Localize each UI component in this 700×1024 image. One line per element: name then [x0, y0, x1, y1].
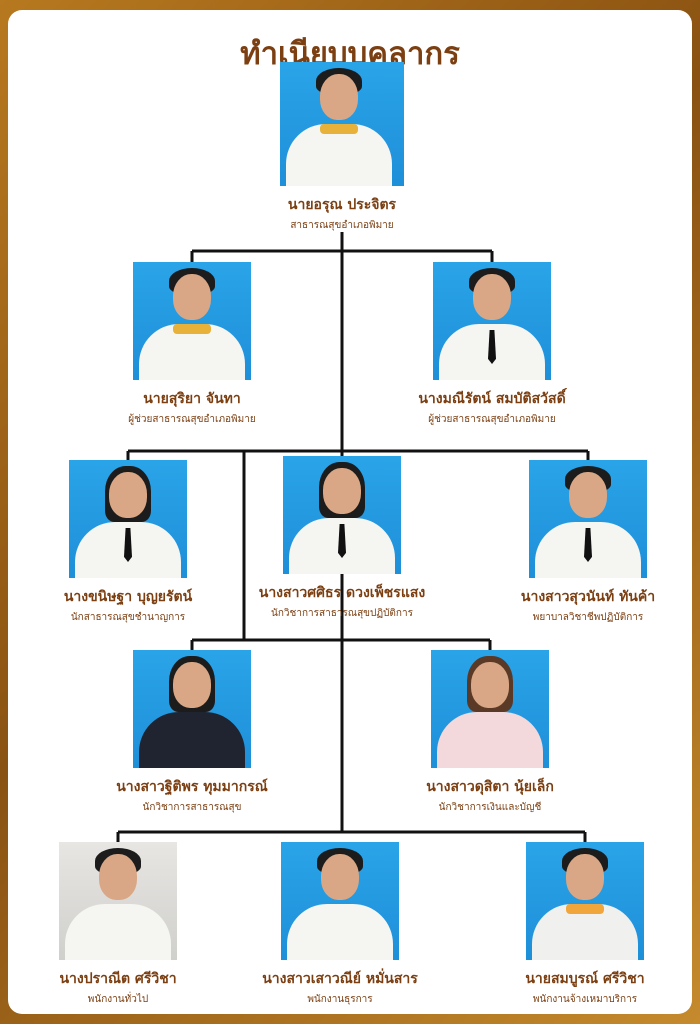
- person-role: นักสาธารณสุขชำนาญการ: [70, 612, 186, 623]
- person-role: ผู้ช่วยสาธารณสุขอำเภอพิมาย: [428, 414, 556, 425]
- person-role: นักวิชาการสาธารณสุข: [142, 802, 242, 813]
- portrait-photo: [431, 650, 549, 768]
- person-card: นางขนิษฐา บุญยรัตน์ นักสาธารณสุขชำนาญการ: [18, 460, 238, 625]
- person-card: นางสาวดุสิตา นุ้ยเล็ก นักวิชาการเงินและบ…: [380, 650, 600, 815]
- person-name: นางขนิษฐา บุญยรัตน์: [63, 589, 193, 605]
- person-role: ผู้ช่วยสาธารณสุขอำเภอพิมาย: [128, 414, 256, 425]
- person-card: นางมณีรัตน์ สมบัติสวัสดิ์ ผู้ช่วยสาธารณส…: [382, 262, 602, 427]
- person-name: นายสุริยา จันทา: [143, 391, 241, 407]
- person-card: นายสุริยา จันทา ผู้ช่วยสาธารณสุขอำเภอพิม…: [82, 262, 302, 427]
- person-name: นางสาวสุวนันท์ ทันค้า: [520, 589, 656, 605]
- person-card: นายอรุณ ประจิตร สาธารณสุขอำเภอพิมาย: [232, 62, 452, 233]
- person-role: พนักงานทั่วไป: [87, 994, 149, 1005]
- person-role: นักวิชาการเงินและบัญชี: [438, 802, 542, 813]
- person-name: นางสาวศศิธร ดวงเพ็ชรแสง: [258, 585, 426, 601]
- person-name: นายอรุณ ประจิตร: [287, 197, 397, 213]
- person-card: นายสมบูรณ์ ศรีวิชา พนักงานจ้างเหมาบริการ: [475, 842, 695, 1007]
- person-role: พนักงานธุรการ: [307, 994, 373, 1005]
- person-role: สาธารณสุขอำเภอพิมาย: [290, 220, 394, 231]
- person-card: นางสาวศศิธร ดวงเพ็ชรแสง นักวิชาการสาธารณ…: [232, 456, 452, 621]
- person-card: นางปราณีต ศรีวิชา พนักงานทั่วไป: [8, 842, 228, 1007]
- person-card: นางสาวเสาวณีย์ หมั่นสาร พนักงานธุรการ: [230, 842, 450, 1007]
- portrait-photo: [529, 460, 647, 578]
- person-role: พยาบาลวิชาชีพปฏิบัติการ: [532, 612, 644, 623]
- person-name: นางสาวเสาวณีย์ หมั่นสาร: [262, 971, 418, 987]
- portrait-photo: [433, 262, 551, 380]
- portrait-photo: [526, 842, 644, 960]
- portrait-photo: [280, 62, 404, 186]
- person-role: พนักงานจ้างเหมาบริการ: [532, 994, 638, 1005]
- person-card: นางสาวสุวนันท์ ทันค้า พยาบาลวิชาชีพปฏิบั…: [478, 460, 698, 625]
- person-card: นางสาวฐิติพร ทุมมากรณ์ นักวิชาการสาธารณส…: [82, 650, 302, 815]
- person-name: นายสมบูรณ์ ศรีวิชา: [525, 971, 645, 987]
- portrait-photo: [59, 842, 177, 960]
- person-role: นักวิชาการสาธารณสุขปฏิบัติการ: [271, 608, 413, 619]
- portrait-photo: [69, 460, 187, 578]
- person-name: นางสาวดุสิตา นุ้ยเล็ก: [426, 779, 554, 795]
- portrait-photo: [133, 650, 251, 768]
- person-name: นางปราณีต ศรีวิชา: [59, 971, 177, 987]
- person-name: นางสาวฐิติพร ทุมมากรณ์: [116, 779, 268, 795]
- portrait-photo: [283, 456, 401, 574]
- org-chart-card: ทำเนียบบุคลากร นายอรุณ ประจิตร สาธารณสุข…: [8, 10, 692, 1014]
- portrait-photo: [281, 842, 399, 960]
- portrait-photo: [133, 262, 251, 380]
- person-name: นางมณีรัตน์ สมบัติสวัสดิ์: [418, 391, 566, 407]
